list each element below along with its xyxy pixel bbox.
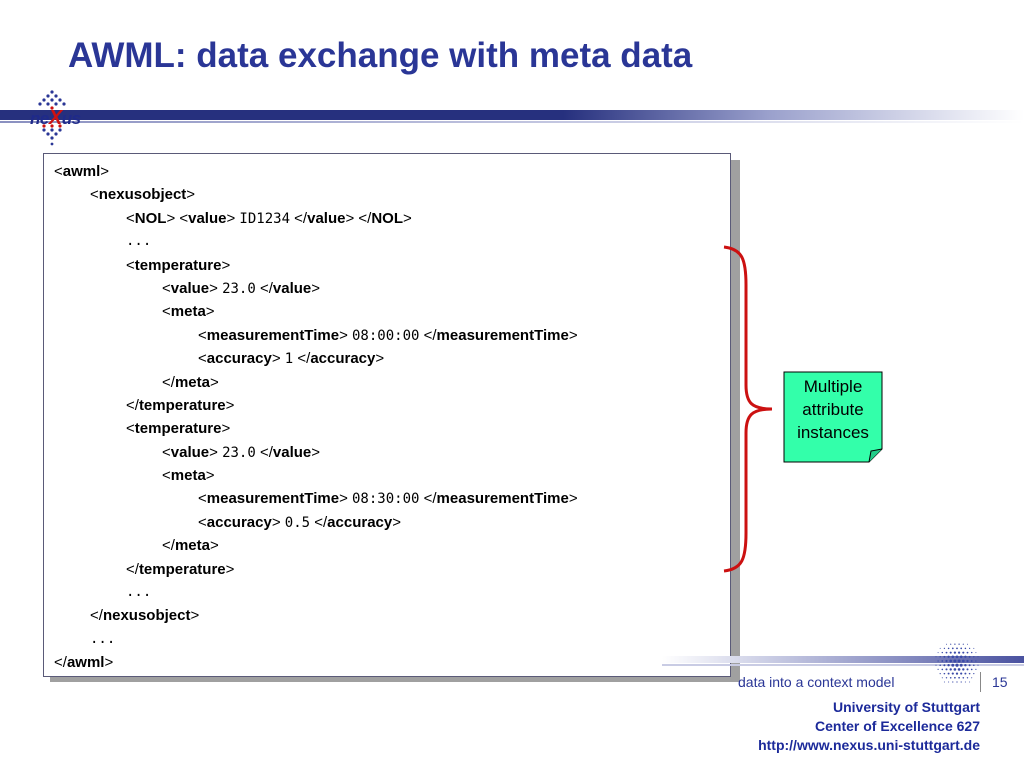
code-line: <NOL> <value> ID1234 </value> </NOL> <box>126 209 412 227</box>
nexus-logo-icon <box>38 90 66 146</box>
university-info: University of Stuttgart Center of Excell… <box>758 698 980 755</box>
code-line: <measurementTime> 08:00:00 </measurement… <box>198 326 578 344</box>
header-rule <box>0 110 1024 120</box>
code-box <box>43 153 731 677</box>
code-line: <nexusobject> <box>90 186 196 204</box>
curly-brace-icon <box>723 245 773 573</box>
code-line: <awml> <box>54 163 110 180</box>
code-line: </temperature> <box>126 560 235 578</box>
code-line: ... <box>126 584 152 601</box>
code-line: ... <box>126 233 152 250</box>
footer-divider <box>980 672 981 692</box>
callout-text: Multiple attribute instances <box>797 377 869 442</box>
footer-note: data into a context model <box>738 674 895 690</box>
code-line: </meta> <box>162 373 219 391</box>
code-line: <value> 23.0 </value> <box>162 279 321 297</box>
header-rule-thin <box>0 121 1024 123</box>
awml-code-listing: <awml> <nexusobject> <NOL> <value> ID123… <box>54 160 578 675</box>
page-number: 15 <box>992 674 1008 690</box>
code-line: </awml> <box>54 654 114 672</box>
code-line: <temperature> <box>126 256 231 274</box>
code-line: </nexusobject> <box>90 607 200 625</box>
code-line: </temperature> <box>126 396 235 414</box>
callout-note <box>783 371 883 463</box>
code-line: <meta> <box>162 467 215 485</box>
code-line: <meta> <box>162 303 215 321</box>
footer-rule <box>662 656 1024 663</box>
university-logo-icon <box>935 643 979 683</box>
code-line: <value> 23.0 </value> <box>162 443 321 461</box>
website-link[interactable]: http://www.nexus.uni-stuttgart.de <box>758 737 980 753</box>
code-line: </meta> <box>162 537 219 555</box>
code-line: <accuracy> 1 </accuracy> <box>198 350 385 368</box>
footer-rule-thin <box>662 664 1024 666</box>
logo-wordmark: neXus <box>30 107 81 129</box>
center-name: Center of Excellence 627 <box>815 718 980 734</box>
university-name: University of Stuttgart <box>832 699 980 715</box>
code-line: <measurementTime> 08:30:00 </measurement… <box>198 490 578 508</box>
code-line: ... <box>90 630 116 647</box>
code-line: <temperature> <box>126 420 231 438</box>
slide-title: AWML: data exchange with meta data <box>68 36 693 75</box>
code-line: <accuracy> 0.5 </accuracy> <box>198 513 401 531</box>
